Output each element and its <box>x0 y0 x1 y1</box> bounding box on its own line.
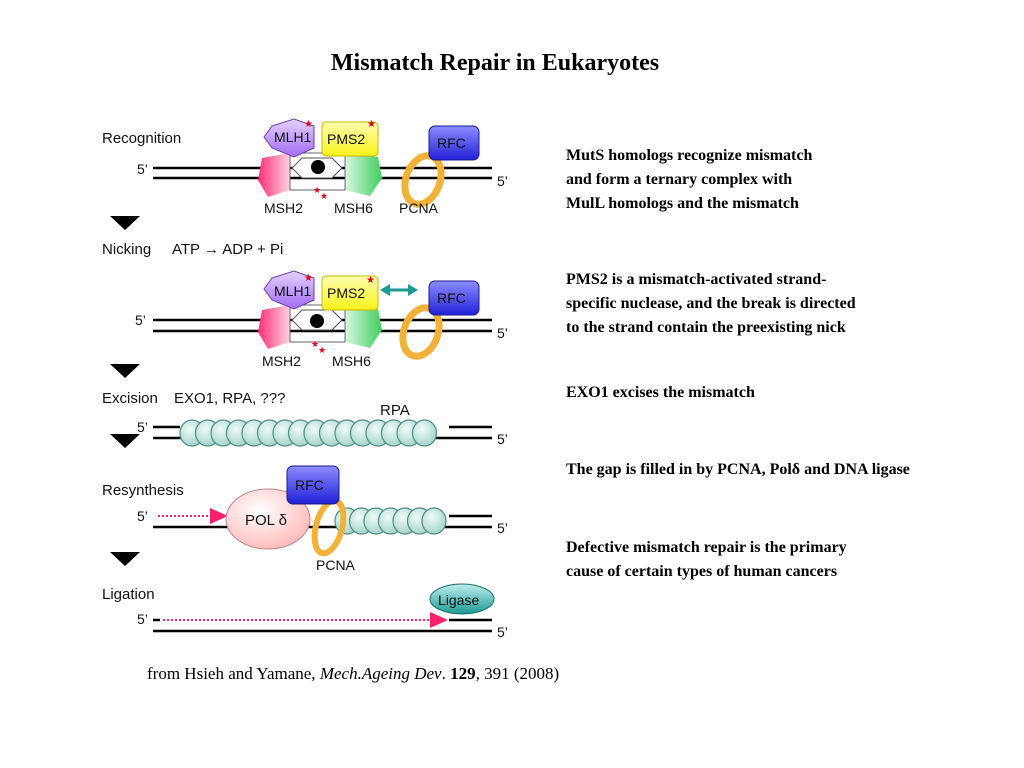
step-arrow-icon <box>110 552 140 566</box>
pol-delta-label: POL δ <box>245 512 287 529</box>
step-recognition: Recognition 5’ 5’ MLH1 PMS2 ★ ★ ★ ★ MSH2… <box>102 118 508 216</box>
ligase-protein <box>429 583 495 615</box>
star-icon: ★ <box>304 273 313 284</box>
note-line: MulL homologs and the mismatch <box>566 195 799 212</box>
msh2-protein <box>258 305 290 349</box>
step-arrow-icon <box>110 434 140 448</box>
star-icon: ★ <box>311 339 319 349</box>
citation-journal: Mech.Ageing Dev <box>319 664 442 683</box>
five-prime-label: 5’ <box>137 161 148 177</box>
step-resynthesis: Resynthesis 5’ 5’ POL δ RFC PCNA <box>102 465 508 573</box>
ligase-label: Ligase <box>438 592 479 608</box>
citation: from Hsieh and Yamane, Mech.Ageing Dev. … <box>147 664 559 684</box>
citation-prefix: from Hsieh and Yamane, <box>147 664 320 683</box>
note-line: Defective mismatch repair is the primary <box>566 539 847 556</box>
five-prime-label: 5’ <box>497 624 508 640</box>
msh6-protein <box>345 153 382 196</box>
rfc-protein <box>286 465 340 505</box>
pcna-label: PCNA <box>316 557 356 573</box>
pms2-protein <box>321 275 379 311</box>
step-ligation: Ligation Ligase 5’ 5’ <box>102 583 508 640</box>
rfc-protein <box>428 280 480 316</box>
msh2-protein <box>258 153 290 197</box>
five-prime-label: 5’ <box>137 611 148 627</box>
star-icon: ★ <box>320 191 328 201</box>
mlh1-label: MLH1 <box>274 129 312 145</box>
citation-volume: 129 <box>450 664 476 683</box>
five-prime-label: 5’ <box>137 419 148 435</box>
five-prime-label: 5’ <box>497 173 508 189</box>
note-recognition: MutS homologs recognize mismatch and for… <box>566 144 1006 216</box>
step-label-recognition: Recognition <box>102 130 181 147</box>
pms2-label: PMS2 <box>327 285 365 301</box>
note-nicking: PMS2 is a mismatch-activated strand- spe… <box>566 268 1006 340</box>
note-line: PMS2 is a mismatch-activated strand- <box>566 271 827 288</box>
note-line: specific nuclease, and the break is dire… <box>566 295 856 312</box>
pms2-label: PMS2 <box>327 131 365 147</box>
rfc-label: RFC <box>295 477 324 493</box>
rfc-protein <box>428 125 480 161</box>
note-line: and form a ternary complex with <box>566 171 793 188</box>
rpa-bead <box>421 507 447 535</box>
msh6-label: MSH6 <box>334 200 373 216</box>
rpa-bead-chain <box>334 507 447 535</box>
step-arrow-icon <box>110 364 140 378</box>
five-prime-label: 5’ <box>137 508 148 524</box>
five-prime-label: 5’ <box>497 325 508 341</box>
citation-rest: , 391 (2008) <box>475 664 560 683</box>
page-title: Mismatch Repair in Eukaryotes <box>330 50 660 76</box>
rpa-bead <box>411 419 438 447</box>
step-label-nicking: Nicking <box>102 241 151 258</box>
note-resynthesis: The gap is filled in by PCNA, Polδ and D… <box>566 458 1006 482</box>
rfc-label: RFC <box>437 290 466 306</box>
pcna-label: PCNA <box>399 200 439 216</box>
note-line: to the strand contain the preexisting ni… <box>566 319 846 336</box>
star-icon: ★ <box>366 275 375 286</box>
msh6-label: MSH6 <box>332 353 371 369</box>
excision-factors: EXO1, RPA, ??? <box>174 390 285 407</box>
rfc-label: RFC <box>437 135 466 151</box>
msh2-label: MSH2 <box>262 353 301 369</box>
star-icon: ★ <box>318 345 326 355</box>
mismatch-dot <box>311 160 325 174</box>
star-icon: ★ <box>367 119 376 130</box>
step-label-ligation: Ligation <box>102 586 155 603</box>
note-line: MutS homologs recognize mismatch <box>566 147 813 164</box>
step-label-excision: Excision <box>102 390 158 407</box>
mismatch-dot <box>310 314 324 328</box>
citation-dot: . <box>441 664 451 683</box>
note-line: cause of certain types of human cancers <box>566 563 838 580</box>
note-excision: EXO1 excises the mismatch <box>566 381 1006 405</box>
step-label-resynthesis: Resynthesis <box>102 482 184 499</box>
step-excision: Excision EXO1, RPA, ??? RPA 5’ 5’ <box>102 390 508 447</box>
five-prime-label: 5’ <box>497 431 508 447</box>
synthesis-arrow-icon <box>210 508 228 524</box>
double-arrow-icon <box>380 284 418 296</box>
step-arrow-icon <box>110 216 140 230</box>
mlh1-protein <box>263 118 315 158</box>
mlh1-label: MLH1 <box>274 283 312 299</box>
msh6-protein <box>345 305 382 348</box>
note-line: EXO1 excises the mismatch <box>566 384 755 401</box>
msh2-label: MSH2 <box>264 200 303 216</box>
pms2-protein <box>321 121 379 157</box>
synthesis-arrow-icon <box>430 612 448 628</box>
nicking-reaction: ATP → ADP + Pi <box>172 241 283 258</box>
five-prime-label: 5’ <box>497 520 508 536</box>
star-icon: ★ <box>313 185 321 195</box>
note-cancer: Defective mismatch repair is the primary… <box>566 536 1006 584</box>
five-prime-label: 5’ <box>135 312 146 328</box>
rpa-label: RPA <box>380 402 410 419</box>
rpa-bead-chain <box>179 419 438 447</box>
star-icon: ★ <box>304 119 313 130</box>
mlh1-protein <box>263 270 315 310</box>
pol-delta-protein <box>225 488 311 550</box>
step-nicking: Nicking ATP → ADP + Pi 5’ 5’ MLH1 PMS2 ★… <box>102 241 508 369</box>
note-line: The gap is filled in by PCNA, Polδ and D… <box>566 461 910 478</box>
